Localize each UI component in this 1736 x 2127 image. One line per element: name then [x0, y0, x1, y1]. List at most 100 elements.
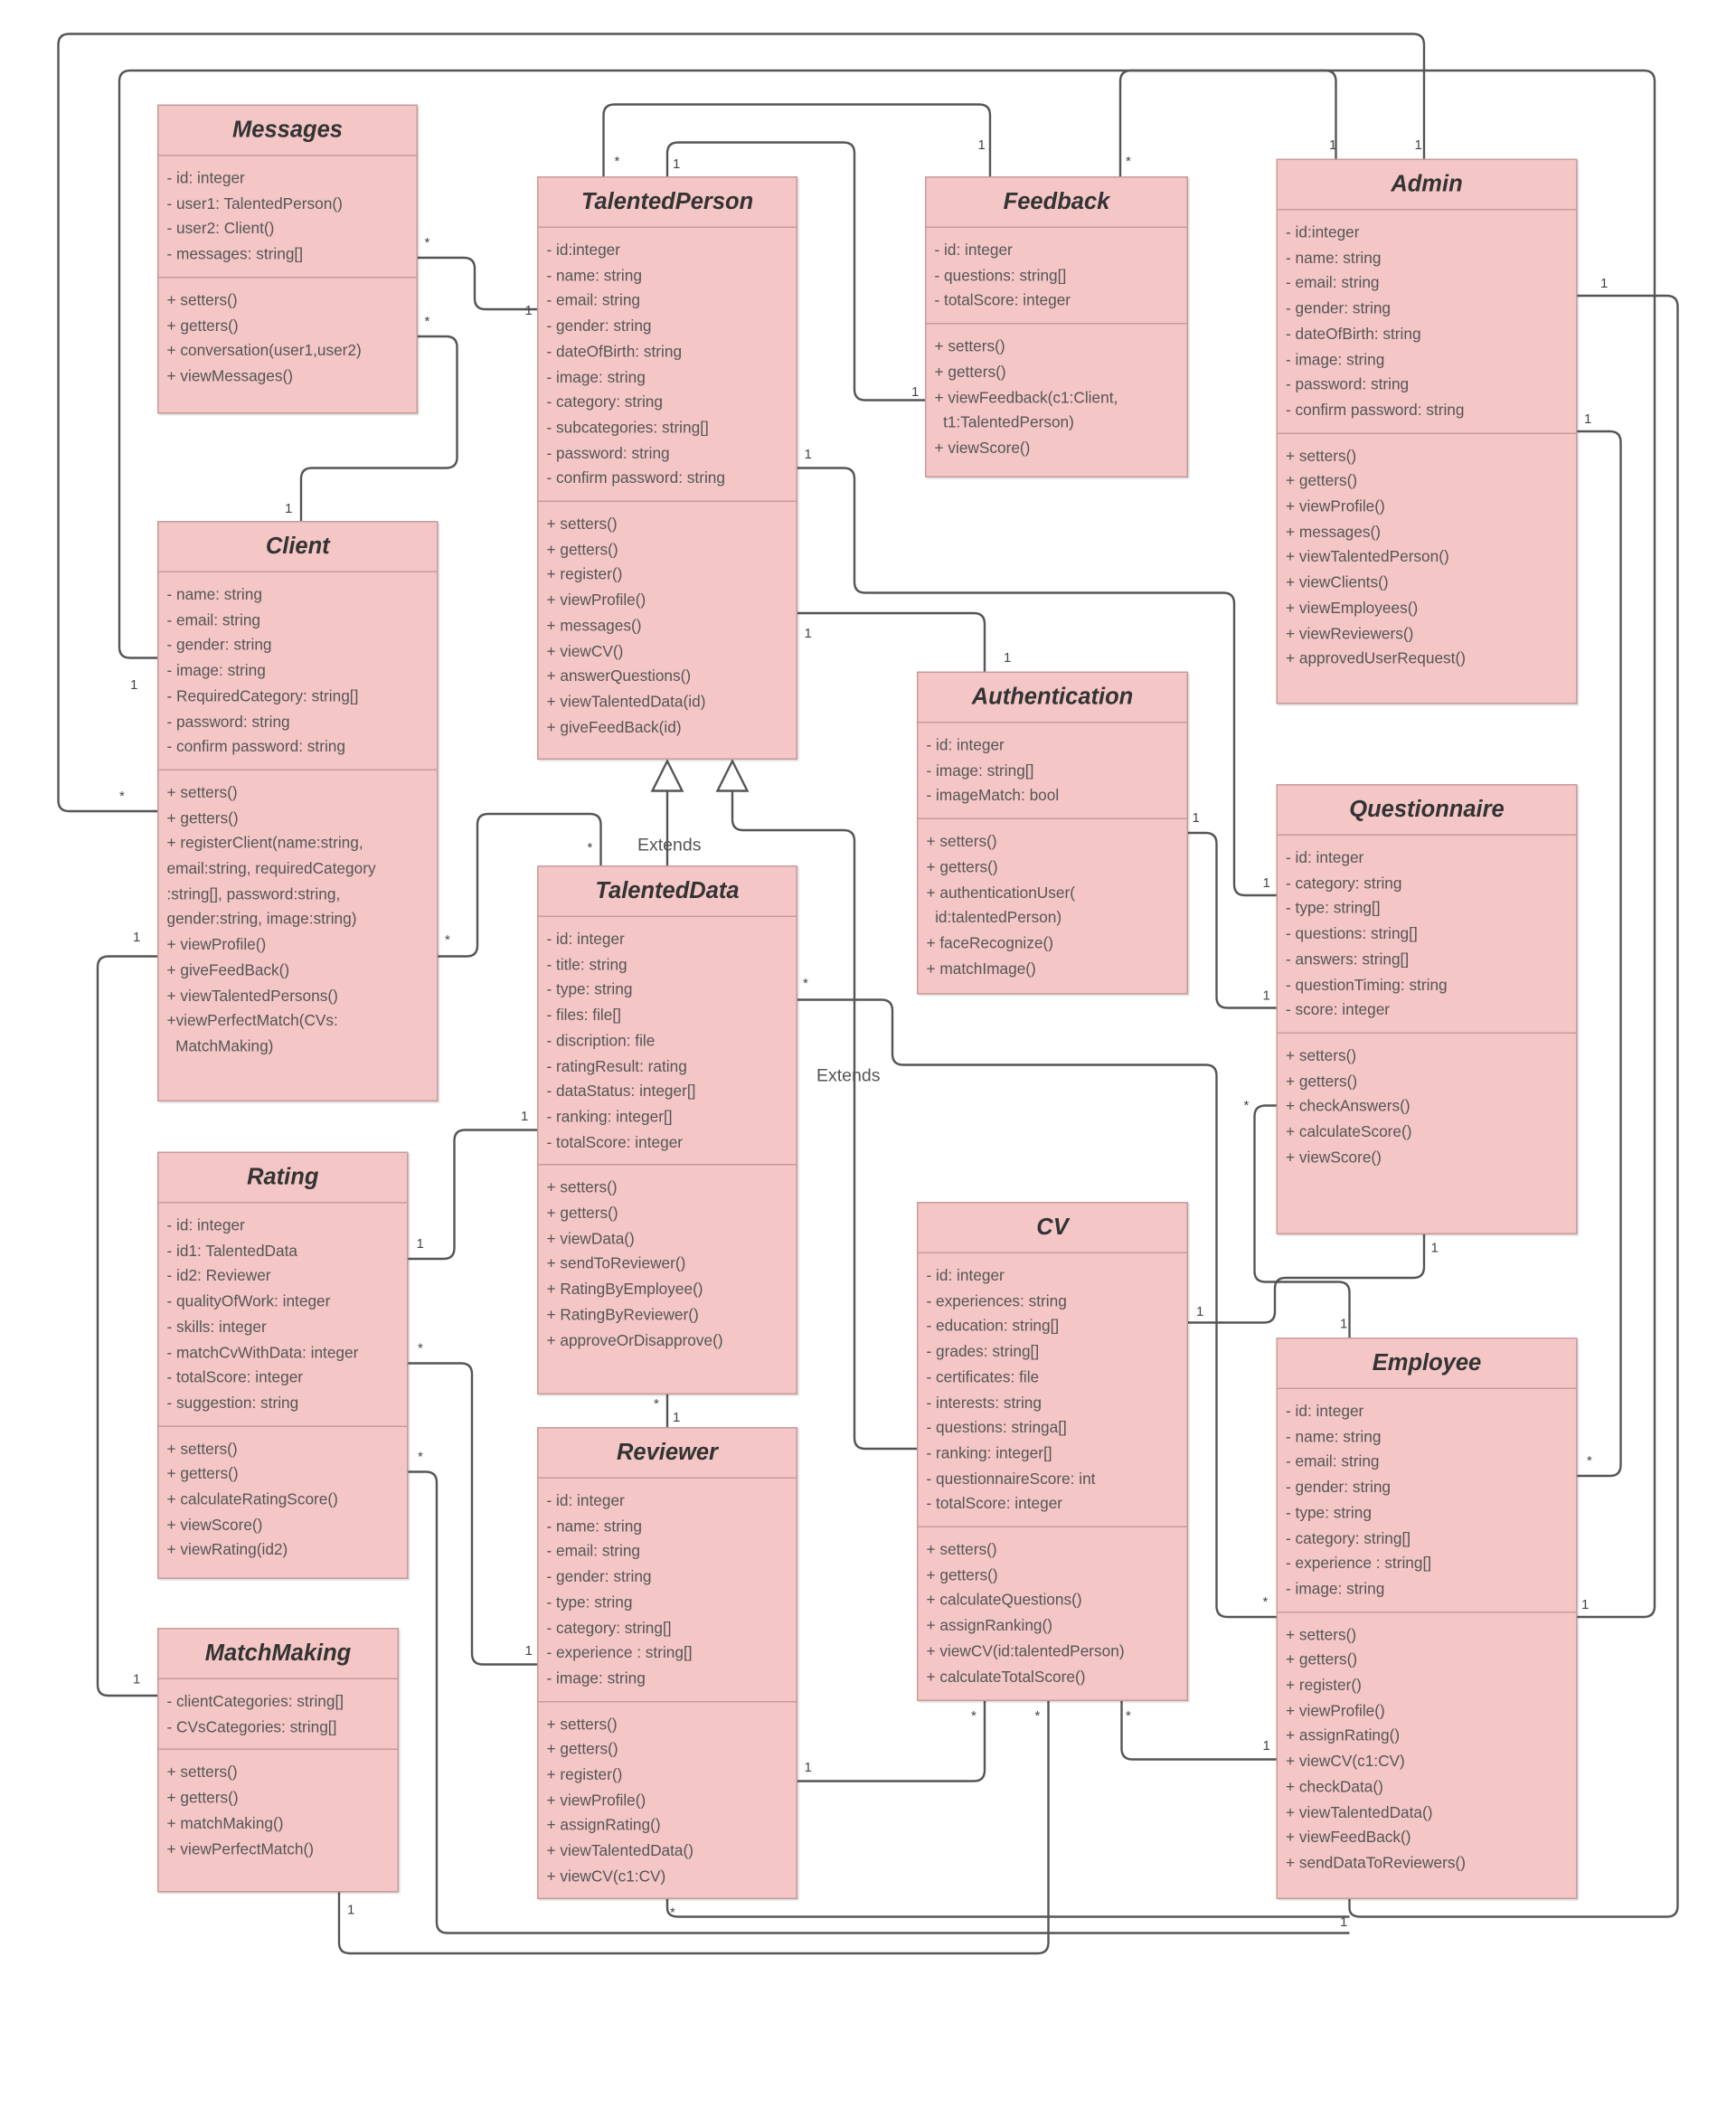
class-attributes: - id: integer - user1: TalentedPerson() - …	[159, 156, 417, 277]
method: + checkData()	[1286, 1779, 1383, 1796]
class-attributes: - name: string- email: string- gender: s…	[159, 572, 438, 769]
method: + setters()	[926, 1542, 997, 1559]
method: + getters()	[166, 810, 239, 827]
attribute: - education: string[]	[926, 1319, 1060, 1336]
multiplicity-label: *	[425, 235, 430, 251]
method: + checkAnswers()	[1286, 1099, 1410, 1116]
attribute: - email: string	[546, 1544, 641, 1561]
association-talentedperson-feedback	[665, 141, 925, 402]
attribute: - certificates: file	[926, 1369, 1040, 1386]
method: MatchMaking)	[166, 1038, 274, 1055]
association-authentication-questionnaire	[1188, 831, 1277, 1009]
method: + RatingByReviewer()	[546, 1307, 699, 1324]
attribute: - type: string	[546, 1594, 633, 1612]
class-attributes: - id: integer- name: string- email: stri…	[539, 1479, 797, 1700]
multiplicity-label: *	[615, 154, 620, 169]
association-questionnaire-employee	[1253, 1104, 1351, 1338]
class-employee: Employee- id: integer- name: string- ema…	[1276, 1338, 1578, 1899]
multiplicity-label: 1	[805, 626, 812, 641]
attribute: - image: string	[1286, 352, 1385, 369]
method: + getters()	[1286, 1652, 1358, 1669]
class-talented-data: TalentedData- id: integer- title: string…	[537, 865, 797, 1394]
multiplicity-label: *	[119, 789, 125, 804]
attribute: - ranking: integer[]	[546, 1109, 673, 1126]
attribute: - answers: string[]	[1286, 951, 1410, 969]
association-admin-client	[118, 69, 1337, 659]
method: + viewProfile()	[546, 1792, 646, 1810]
class-rating: Rating- id: integer- id1: TalentedData- …	[157, 1151, 409, 1579]
class-name: Client	[158, 523, 437, 572]
class-admin: Admin- id:integer- name: string- email: …	[1276, 158, 1578, 704]
multiplicity-label: 1	[1431, 1241, 1439, 1256]
method: + viewRating(id2)	[166, 1543, 288, 1560]
inheritance-arrow-icon	[715, 758, 750, 792]
attribute: - grades: string[]	[926, 1344, 1040, 1361]
multiplicity-label: *	[1035, 1708, 1041, 1724]
method: id:talentedPerson)	[926, 910, 1062, 927]
class-methods: + setters()+ getters()+ registerClient(n…	[158, 769, 437, 1068]
class-name: TalentedData	[538, 867, 797, 917]
method: + viewTalentedData()	[546, 1843, 694, 1860]
association-talenteddata-employee	[797, 998, 1277, 1619]
class-name: Messages	[158, 106, 417, 156]
method: + giveFeedBack(id)	[546, 719, 682, 736]
association-feedback-employee	[1118, 69, 1656, 1619]
method: + sendToReviewer()	[546, 1256, 686, 1273]
attribute: - confirm password: string	[546, 470, 725, 487]
attribute: - image: string	[166, 663, 266, 680]
class-attributes: - id: integer- id1: TalentedData- id2: R…	[159, 1204, 408, 1425]
method: + setters()	[166, 1765, 238, 1782]
method: + viewFeedback(c1:Client,	[934, 390, 1118, 407]
multiplicity-label: *	[418, 1450, 423, 1465]
method: + calculateScore()	[1286, 1124, 1412, 1141]
multiplicity-label: 1	[1263, 988, 1270, 1004]
method: + setters()	[934, 339, 1005, 356]
attribute: - title: string	[546, 957, 627, 974]
method: + authenticationUser(	[926, 884, 1075, 902]
method: + getters()	[166, 1791, 239, 1808]
class-methods: + setters()+ getters()+ authenticationUs…	[918, 818, 1187, 991]
method: + messages()	[1286, 525, 1381, 542]
multiplicity-label: 1	[1581, 1597, 1589, 1612]
class-name: MatchMaking	[158, 1630, 398, 1679]
association-talenteddata-rating	[408, 1129, 537, 1261]
method: + viewTalentedPerson()	[1286, 550, 1449, 567]
attribute: - name: string	[166, 587, 262, 604]
class-methods: + setters()+ getters()+ calculateRatingS…	[158, 1424, 407, 1573]
class-name: Reviewer	[538, 1429, 797, 1479]
class-name: Questionnaire	[1278, 786, 1576, 836]
multiplicity-label: 1	[417, 1236, 424, 1252]
multiplicity-label: 1	[805, 447, 812, 462]
attribute: - user2: Client()	[166, 222, 275, 239]
multiplicity-label: 1	[805, 1760, 812, 1775]
attribute: - experience : string[]	[1286, 1555, 1432, 1573]
attribute: - id: integer	[166, 171, 245, 187]
association-cv-questionnaire	[1188, 1234, 1426, 1324]
class-name: Authentication	[918, 673, 1187, 723]
attribute: - score: integer	[1286, 1002, 1391, 1019]
class-attributes: - id: integer- category: string- type: s…	[1278, 836, 1576, 1032]
multiplicity-label: 1	[673, 1410, 680, 1425]
association-rating-employee	[408, 1470, 1350, 1934]
attribute: - gender: string	[166, 638, 272, 655]
method: + viewProfile()	[1286, 1703, 1385, 1720]
attribute: - id2: Reviewer	[166, 1269, 271, 1286]
multiplicity-label: *	[1126, 154, 1131, 169]
attribute: - id: integer	[166, 1218, 245, 1234]
method: + assignRating()	[546, 1818, 661, 1835]
method: + matchMaking()	[166, 1816, 284, 1833]
multiplicity-label: 1	[347, 1903, 354, 1918]
multiplicity-label: 1	[133, 1672, 140, 1687]
association-client-talenteddata	[438, 812, 602, 958]
method: + getters()	[1286, 473, 1358, 490]
attribute: - user1: TalentedPerson()	[166, 196, 343, 213]
method: + viewCV(id:talentedPerson)	[926, 1643, 1125, 1660]
method: + viewCV(c1:CV)	[546, 1868, 666, 1886]
method: + sendDataToReviewers()	[1286, 1855, 1466, 1872]
association-admin-employee	[1577, 430, 1622, 1478]
class-attributes: - id:integer- name: string- email: strin…	[1278, 211, 1576, 432]
attribute: - confirm password: string	[1286, 402, 1465, 420]
method: + viewCV()	[546, 643, 624, 660]
attribute: - id: integer	[926, 738, 1005, 754]
class-methods: + setters()+ getters()+ viewData()+ send…	[538, 1164, 797, 1362]
